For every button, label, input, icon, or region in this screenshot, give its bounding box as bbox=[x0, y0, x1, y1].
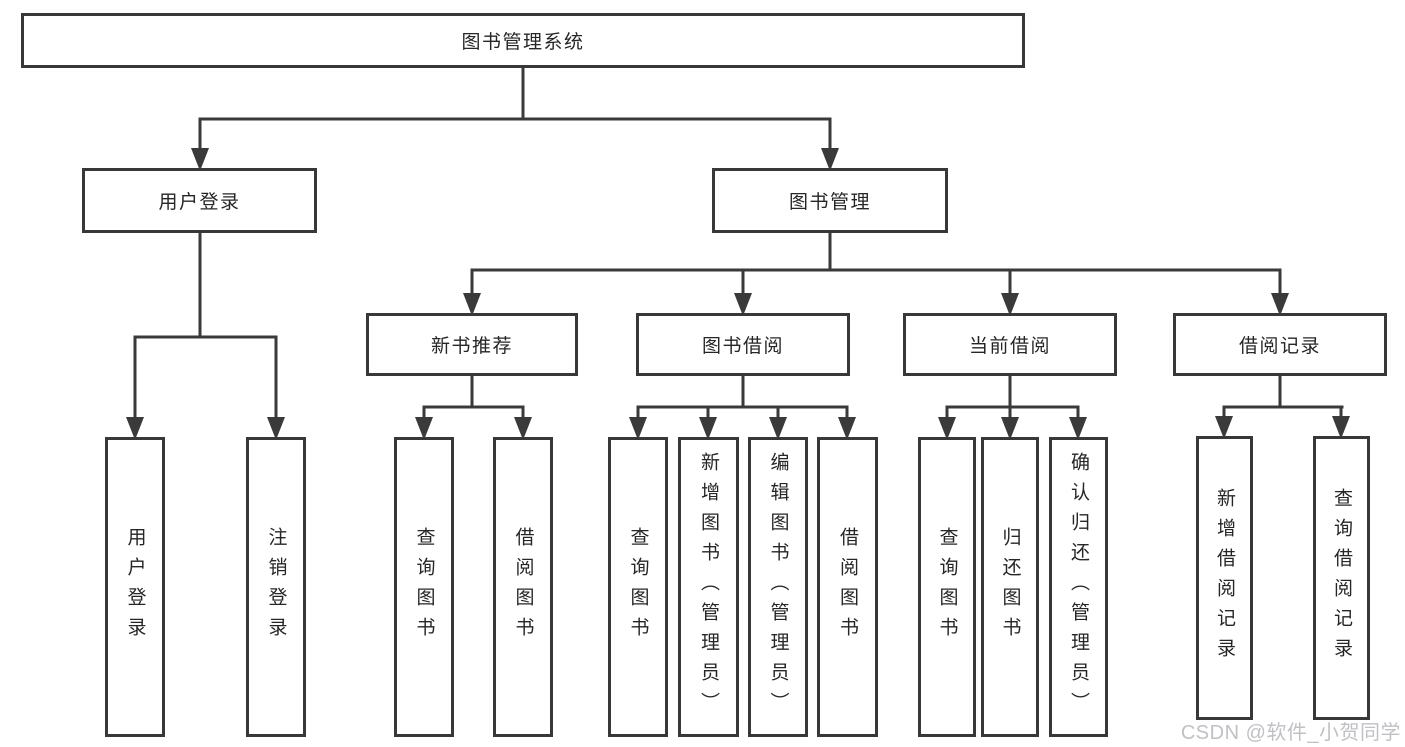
leaf-query-books: 查询图书 bbox=[394, 437, 454, 737]
leaf-label: 借阅图书 bbox=[512, 527, 534, 647]
leaf-edit-books-admin: 编辑图书（管理员） bbox=[748, 437, 808, 737]
connector-root-to-level1 bbox=[191, 66, 839, 171]
node-label: 新书推荐 bbox=[430, 336, 513, 357]
leaf-query-books: 查询图书 bbox=[918, 437, 976, 737]
node-current-borrowing: 当前借阅 bbox=[903, 313, 1117, 376]
leaf-borrow-books: 借阅图书 bbox=[493, 437, 553, 737]
node-label: 图书管理系统 bbox=[461, 32, 585, 53]
node-label: 借阅记录 bbox=[1238, 336, 1321, 357]
connector-current-borrowing-fork bbox=[938, 374, 1087, 440]
leaf-borrow-books: 借阅图书 bbox=[817, 437, 878, 737]
leaf-label: 查询图书 bbox=[627, 527, 649, 647]
node-label: 用户登录 bbox=[158, 192, 241, 213]
leaf-label: 归还图书 bbox=[999, 527, 1021, 647]
connector-book-management-to-level2 bbox=[463, 231, 1289, 316]
leaf-label: 注销登录 bbox=[265, 527, 287, 647]
leaf-query-borrow-record: 查询借阅记录 bbox=[1313, 436, 1370, 720]
node-label: 图书借阅 bbox=[701, 336, 784, 357]
connector-book-borrowing-fork bbox=[629, 374, 856, 440]
node-book-borrowing: 图书借阅 bbox=[636, 313, 850, 376]
leaf-label: 查询图书 bbox=[413, 527, 435, 647]
leaf-label: 编辑图书（管理员） bbox=[767, 452, 789, 722]
leaf-label: 确认归还（管理员） bbox=[1068, 452, 1089, 722]
leaf-logout-login: 注销登录 bbox=[246, 437, 306, 737]
connector-new-book-fork bbox=[415, 374, 532, 440]
node-label: 当前借阅 bbox=[968, 336, 1051, 357]
connector-user-login-fork bbox=[126, 231, 285, 440]
leaf-return-books: 归还图书 bbox=[981, 437, 1039, 737]
node-user-login: 用户登录 bbox=[82, 168, 317, 233]
connector-borrowing-records-fork bbox=[1215, 374, 1350, 439]
leaf-user-login: 用户登录 bbox=[105, 437, 165, 737]
leaf-label: 借阅图书 bbox=[837, 527, 858, 647]
node-library-management-system: 图书管理系统 bbox=[21, 13, 1025, 68]
leaf-add-borrow-record: 新增借阅记录 bbox=[1196, 436, 1253, 720]
leaf-label: 查询图书 bbox=[936, 527, 958, 647]
leaf-label: 查询借阅记录 bbox=[1331, 488, 1352, 668]
leaf-query-books: 查询图书 bbox=[608, 437, 668, 737]
node-book-management: 图书管理 bbox=[712, 168, 948, 233]
leaf-label: 新增图书（管理员） bbox=[698, 452, 719, 722]
leaf-add-books-admin: 新增图书（管理员） bbox=[678, 437, 739, 737]
node-label: 图书管理 bbox=[788, 192, 871, 213]
node-new-book-recommendation: 新书推荐 bbox=[366, 313, 578, 376]
leaf-label: 新增借阅记录 bbox=[1214, 488, 1235, 668]
node-borrowing-records: 借阅记录 bbox=[1173, 313, 1387, 376]
leaf-confirm-return-admin: 确认归还（管理员） bbox=[1049, 437, 1108, 737]
leaf-label: 用户登录 bbox=[124, 527, 146, 647]
